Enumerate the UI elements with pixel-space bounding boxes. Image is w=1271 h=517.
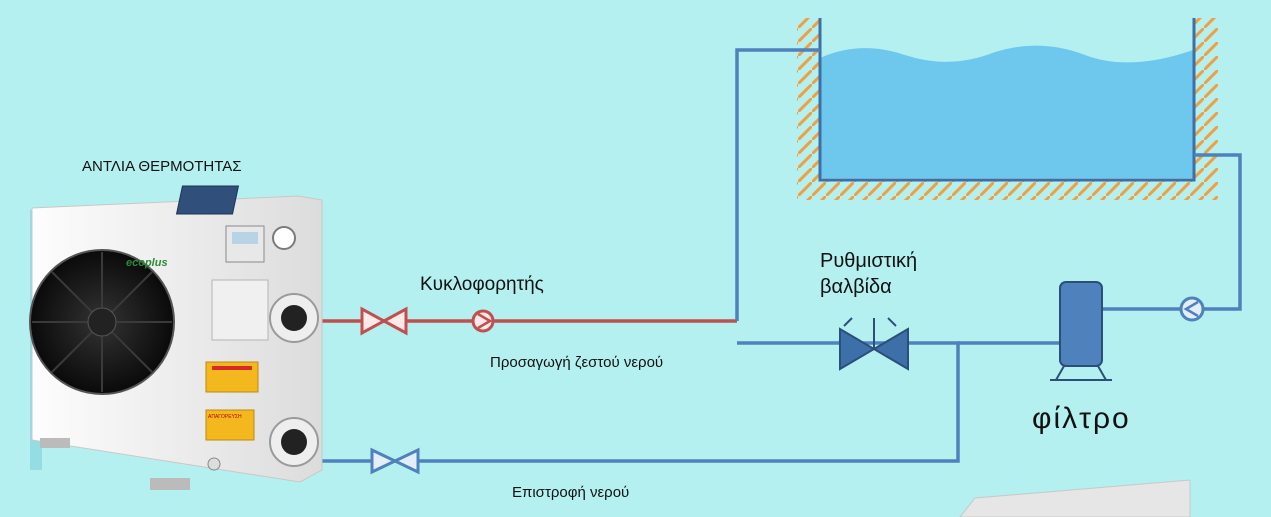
pool-hatch-right [1194,18,1218,184]
pool-hatch-bottom [797,180,1218,200]
heat-pump-label: ΑΝΤΛΙΑ ΘΕΡΜΟΤΗΤΑΣ [82,158,242,175]
pool-inlet-pipe [735,48,820,321]
regulating-valve-label-line1: Ρυθμιστική [820,250,918,272]
return-pipe [318,343,960,463]
regulating-valve-icon[interactable] [839,317,909,371]
pool-hatch-left [797,18,819,184]
unit-warning-text: ΑΠΑΓΟΡΕΥΣΗ [208,414,242,420]
unit-brand-logo: ecoplus [126,257,168,269]
pool [797,18,1218,200]
pool-pump-icon[interactable] [1179,296,1205,322]
pressure-gauge-icon [272,226,296,250]
supply-valve-icon[interactable] [360,306,408,336]
solar-panel-icon [175,185,240,215]
pool-outlet-pipe [1100,153,1242,311]
water-return-label: Επιστροφή νερού [512,484,630,501]
return-valve-icon[interactable] [370,447,420,475]
filter-label: φίλτρο [1032,402,1131,435]
circulator-label: Κυκλοφορητής [420,274,544,295]
regulating-valve-label-line2: βαλβίδα [820,276,892,298]
pool-water [820,45,1193,178]
cold-pipes [318,48,1242,463]
filter-icon[interactable] [1050,281,1112,381]
hot-water-supply-label: Προσαγωγή ζεστού νερού [490,354,664,371]
circulator-pump-icon[interactable] [471,309,495,333]
partial-unit [959,479,1191,517]
heat-pump-unit: ecoplus ΑΠΑΓΟΡΕΥΣΗ [29,185,323,490]
hazard-sticker [205,409,255,441]
pool-wall [818,18,1196,182]
